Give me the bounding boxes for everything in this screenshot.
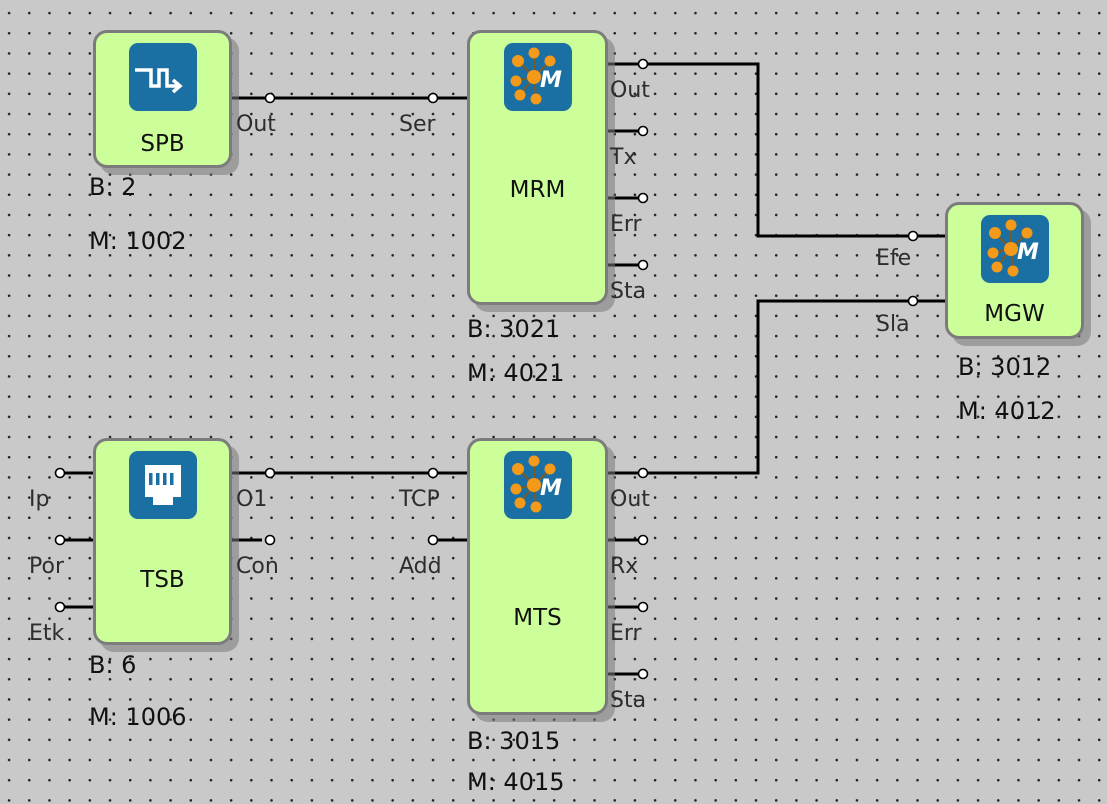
block-name: MRM [509, 177, 566, 203]
pin-tsb-ip[interactable] [54, 467, 66, 479]
block-address-label: B: 3012 [958, 353, 1052, 381]
pin-label-mts-add: Add [399, 554, 442, 579]
svg-text:M: M [1017, 240, 1039, 265]
spb-block[interactable]: SPB [93, 30, 232, 168]
block-name: SPB [140, 131, 185, 157]
pin-mts-err[interactable] [637, 601, 649, 613]
pin-label-tsb-etk: Etk [29, 621, 65, 646]
pin-mrm-tx[interactable] [637, 125, 649, 137]
pin-label-mts-err: Err [610, 621, 642, 646]
pin-mts-tcp[interactable] [427, 467, 439, 479]
wire-mrm-out-to-mgw-efe [607, 62, 948, 238]
pin-mgw-sla[interactable] [907, 295, 919, 307]
pin-mrm-ser[interactable] [427, 92, 439, 104]
block-name: MGW [984, 301, 1045, 327]
pin-mrm-err[interactable] [637, 192, 649, 204]
pin-mts-out[interactable] [637, 467, 649, 479]
pin-tsb-etk[interactable] [54, 601, 66, 613]
ethernet-port-icon [128, 451, 197, 519]
wire-mts-out-to-mgw-sla [607, 299, 948, 475]
pin-label-mrm-err: Err [610, 212, 642, 237]
svg-text:M: M [540, 476, 562, 501]
block-address-label: B: 3015 [467, 727, 561, 755]
pin-label-tsb-o1: O1 [236, 487, 268, 512]
pin-label-mrm-sta: Sta [610, 279, 647, 304]
tsb-block[interactable]: TSB [93, 438, 232, 645]
pin-mgw-efe[interactable] [907, 230, 919, 242]
pin-label-tsb-por: Por [29, 554, 64, 579]
mrm-block[interactable]: M MRM [467, 30, 608, 305]
block-address-label: B: 6 [89, 651, 137, 679]
block-memory-label: M: 1002 [89, 227, 187, 255]
mts-block[interactable]: M MTS [467, 438, 608, 715]
pin-tsb-por[interactable] [54, 534, 66, 546]
block-memory-label: M: 1006 [89, 703, 187, 731]
pin-label-mrm-tx: Tx [610, 145, 637, 170]
modbus-flower-icon: M [503, 451, 572, 519]
modbus-flower-icon: M [980, 215, 1049, 283]
mgw-block[interactable]: M MGW [945, 202, 1084, 339]
pin-mts-sta[interactable] [637, 668, 649, 680]
block-address-label: B: 3021 [467, 315, 561, 343]
pin-label-mts-out: Out [610, 487, 650, 512]
block-address-label: B: 2 [89, 173, 137, 201]
pin-label-mgw-efe: Efe [876, 246, 912, 271]
pin-label-mts-sta: Sta [610, 688, 647, 713]
pin-spb-out[interactable] [264, 92, 276, 104]
pin-label-mrm-out: Out [610, 78, 650, 103]
block-name: MTS [513, 605, 562, 631]
block-name: TSB [140, 567, 185, 593]
modbus-flower-icon: M [503, 43, 572, 111]
square-pulse-icon [128, 43, 197, 111]
pin-mts-rx[interactable] [637, 534, 649, 546]
pin-tsb-con[interactable] [264, 534, 276, 546]
pin-mrm-sta[interactable] [637, 259, 649, 271]
pin-mts-add[interactable] [427, 534, 439, 546]
pin-label-mrm-ser: Ser [399, 112, 436, 137]
pin-label-tsb-con: Con [236, 554, 279, 579]
block-memory-label: M: 4015 [467, 768, 565, 796]
pin-label-spb-out: Out [236, 112, 276, 137]
pin-label-mgw-sla: Sla [876, 312, 910, 337]
block-memory-label: M: 4021 [467, 359, 565, 387]
block-memory-label: M: 4012 [958, 397, 1056, 425]
pin-label-mts-tcp: TCP [399, 487, 440, 512]
pin-label-tsb-ip: Ip [29, 487, 50, 512]
svg-text:M: M [540, 68, 562, 93]
pin-mrm-out[interactable] [637, 58, 649, 70]
pin-tsb-o1[interactable] [264, 467, 276, 479]
pin-label-mts-rx: Rx [610, 554, 639, 579]
